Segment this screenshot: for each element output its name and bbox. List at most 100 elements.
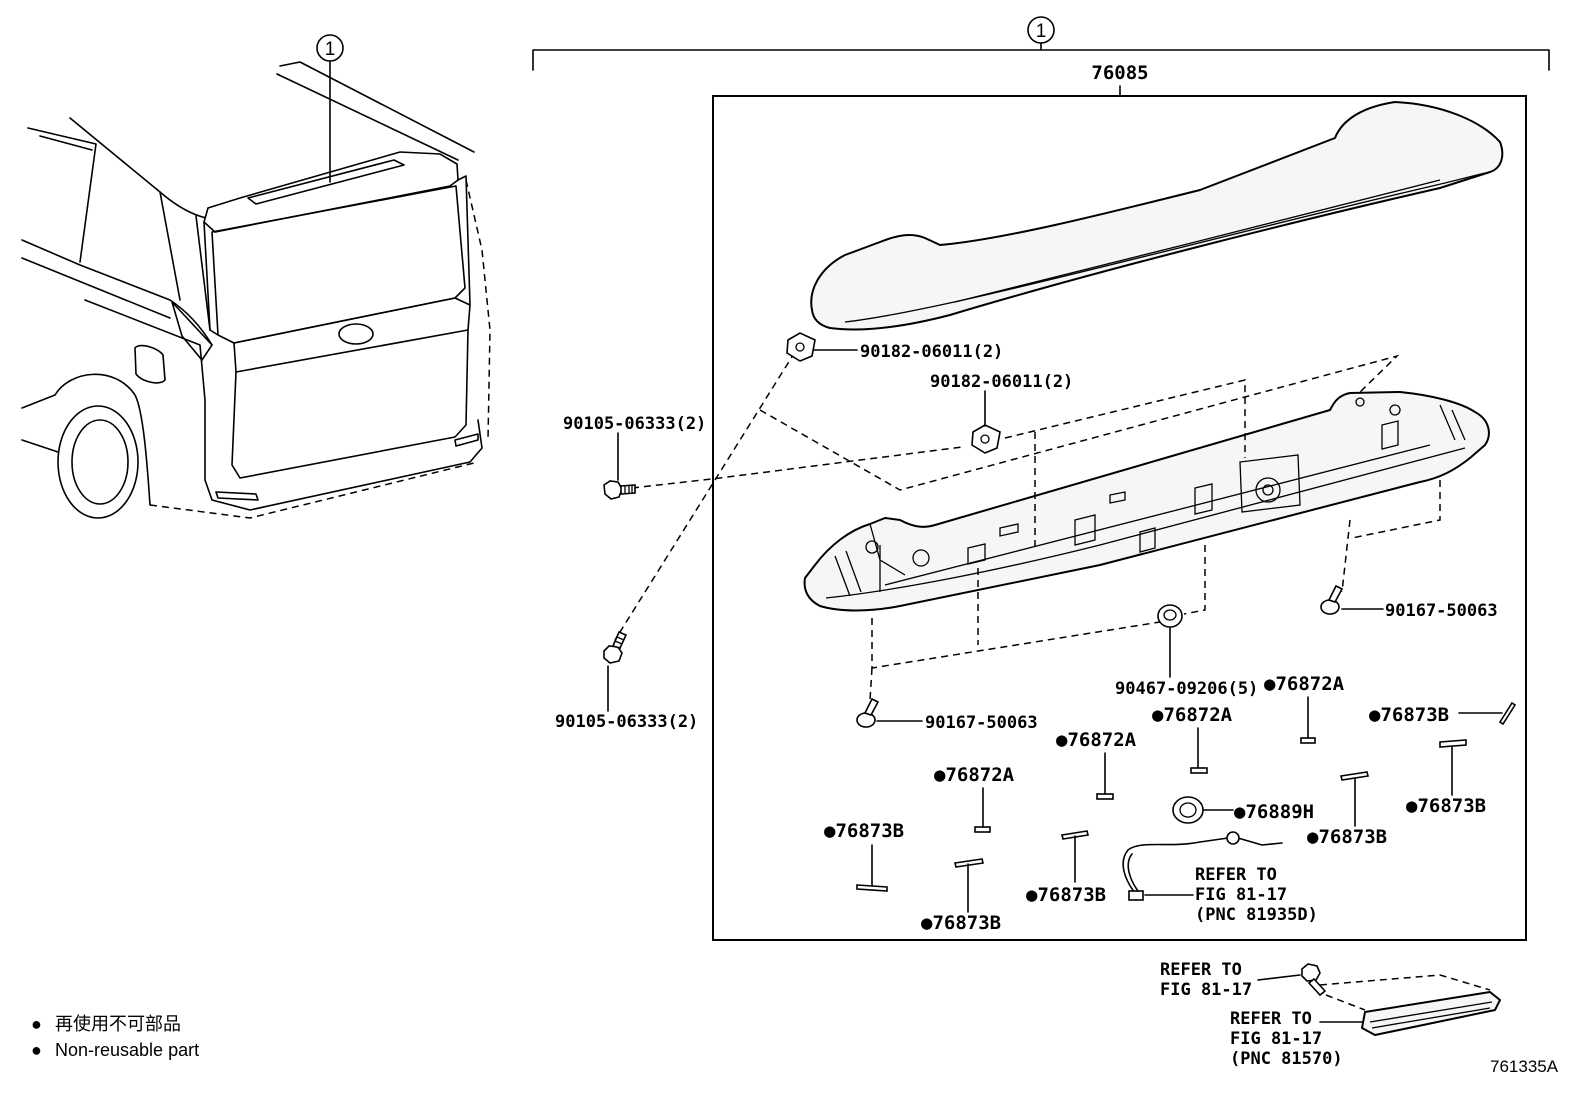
- ref-lamp-line-3: (PNC 81570): [1230, 1049, 1343, 1069]
- car-roof-edge: [69, 117, 207, 219]
- screw-shank: [1327, 584, 1344, 603]
- spoiler-cover-outline: [810, 101, 1504, 331]
- lamp-socket-center: [1262, 484, 1274, 496]
- clip-seat: [1194, 483, 1213, 515]
- clip-hole: [980, 434, 990, 444]
- label-clip-lower: 90182-06011(2): [930, 372, 1073, 392]
- guide-line: [1183, 545, 1206, 615]
- ref-harness-line-1: REFER TO: [1195, 865, 1277, 885]
- clip-seat: [1074, 514, 1096, 546]
- bolt-head: [603, 480, 623, 500]
- lamp-socket: [1255, 477, 1281, 503]
- bolt-icon: [603, 630, 628, 664]
- guide-line: [869, 667, 873, 701]
- label-tape-a4: ●76872A: [934, 764, 1015, 786]
- grommet-icon: [1172, 796, 1204, 824]
- spoiler-base-ridge: [825, 447, 1466, 599]
- mount-hole: [1389, 404, 1401, 416]
- legend: ● 再使用不可部品 ● Non-reusable part: [31, 1014, 199, 1060]
- clip-nut-icon: [971, 424, 1001, 454]
- label-bolt-upper: 90105-06333(2): [563, 414, 706, 434]
- spoiler-cover-edge: [954, 179, 1441, 303]
- label-tape-b1: ●76873B: [1369, 704, 1449, 726]
- car-bumper: [204, 419, 483, 511]
- ref-bolt-line-2: FIG 81-17: [1160, 980, 1252, 1000]
- tape-pad-icon: [1190, 767, 1208, 774]
- screw-shank: [863, 697, 880, 716]
- label-nut: 90467-09206(5): [1115, 679, 1258, 699]
- reference-notes: REFER TO FIG 81-17 (PNC 81935D) REFER TO…: [1160, 865, 1343, 1069]
- guide-line: [614, 351, 796, 641]
- assembly-part-number: 76085: [1091, 62, 1148, 84]
- car-wheel-inner: [71, 419, 129, 505]
- tape-pads: [856, 701, 1517, 892]
- guide-line: [871, 618, 1161, 669]
- car-c-pillar: [159, 191, 211, 331]
- assembly-bracket-line: [532, 42, 1550, 71]
- tape-strip-icon: [1340, 771, 1369, 781]
- harness-grommet-icon: [1226, 831, 1240, 845]
- tape-strip-icon: [856, 884, 888, 892]
- assembly-bracket: 1 76085: [532, 16, 1550, 941]
- label-screw-left: 90167-50063: [925, 713, 1038, 733]
- guide-line: [1341, 519, 1351, 593]
- label-grommet: ●76889H: [1234, 801, 1314, 823]
- label-tape-a3: ●76872A: [1056, 729, 1137, 751]
- clip-body: [971, 424, 1001, 454]
- guide-line: [1319, 974, 1491, 1011]
- car-reflector-left: [215, 491, 259, 501]
- mount-hole: [912, 549, 930, 567]
- lamp-housing: [1239, 454, 1301, 513]
- label-tape-a2: ●76872A: [1152, 704, 1233, 726]
- tape-strip-icon: [954, 858, 984, 868]
- screw-icon: [1320, 584, 1344, 615]
- bolt-thread: [624, 485, 633, 494]
- stop-lamp-body: [1361, 991, 1501, 1036]
- mount-hole: [865, 540, 879, 554]
- fasteners: [603, 332, 1344, 824]
- assembly-guide-lines: [614, 351, 1441, 701]
- nut-hole: [1163, 609, 1177, 621]
- label-tape-b3: ●76873B: [1307, 826, 1387, 848]
- label-tape-a1: ●76872A: [1264, 673, 1345, 695]
- ref-lamp-line-1: REFER TO: [1230, 1009, 1312, 1029]
- ref-harness-line-3: (PNC 81935D): [1195, 905, 1318, 925]
- harness-connector-icon: [1128, 890, 1144, 901]
- legend-marker-en: ●: [31, 1040, 42, 1060]
- leader-lines: [607, 349, 1503, 1023]
- spoiler-base-ribs: [834, 404, 1466, 597]
- lamp-bolt-head: [1301, 963, 1321, 982]
- car-stop-lamp: [247, 159, 405, 205]
- tape-strip-icon: [1439, 739, 1467, 748]
- nut-body: [1157, 604, 1183, 628]
- label-screw-right: 90167-50063: [1385, 601, 1498, 621]
- car-hidden-outline: [149, 179, 491, 519]
- part-labels: 90182-06011(2) 90182-06011(2) 90105-0633…: [555, 342, 1498, 934]
- leader: [1257, 974, 1301, 981]
- car-reflector-right: [454, 433, 479, 447]
- spoiler-cover: [810, 101, 1504, 331]
- bolt-shank: [620, 484, 636, 495]
- label-clip-upper: 90182-06011(2): [860, 342, 1003, 362]
- screw-icon: [856, 697, 880, 728]
- legend-marker-ja: ●: [31, 1014, 42, 1034]
- tape-strip-icon: [1498, 701, 1517, 726]
- car-garnish: [233, 297, 471, 373]
- car-wheel: [57, 405, 139, 519]
- clip-body: [786, 332, 816, 362]
- clip-seat: [1109, 491, 1126, 504]
- vehicle-rear-view: 1: [21, 34, 491, 519]
- label-tape-b2: ●76873B: [1406, 795, 1486, 817]
- screw-head: [1320, 599, 1340, 615]
- bolt-head: [603, 645, 623, 664]
- tape-strip-icon: [1061, 830, 1089, 840]
- vehicle-callout-number: 1: [325, 39, 336, 60]
- grommet-nut-icon: [1157, 604, 1183, 628]
- spoiler-cover-lip: [844, 172, 1486, 323]
- label-bolt-lower: 90105-06333(2): [555, 712, 698, 732]
- clip-seat: [967, 543, 986, 565]
- label-tape-b5: ●76873B: [1026, 884, 1106, 906]
- spoiler-base-outline: [803, 391, 1490, 612]
- car-wheel-arch: [21, 373, 151, 506]
